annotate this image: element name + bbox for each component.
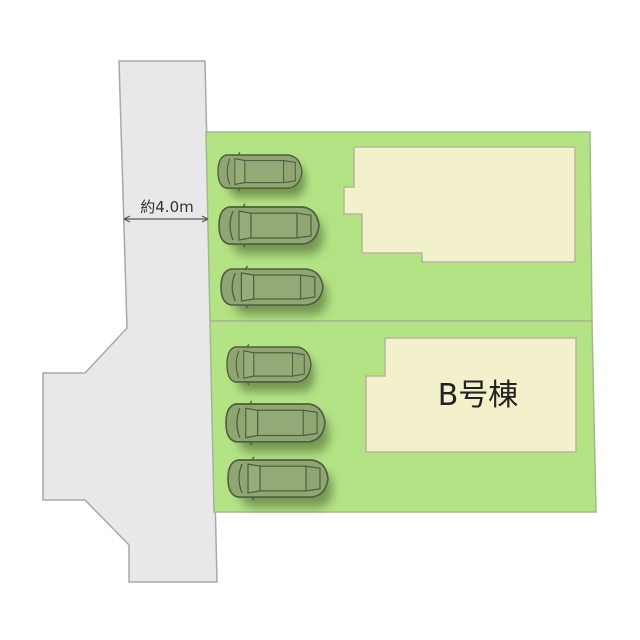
building-b-label: B号棟 [438, 378, 519, 413]
car-icon [226, 401, 329, 452]
car-icon [228, 457, 332, 507]
car-icon [219, 204, 323, 254]
building-b [365, 337, 577, 453]
building-a [343, 146, 576, 263]
car-icon [218, 152, 305, 197]
car-icon [221, 266, 327, 315]
road-width-label: 約4.0m [140, 198, 193, 216]
car-icon [227, 344, 314, 392]
road [42, 60, 218, 583]
